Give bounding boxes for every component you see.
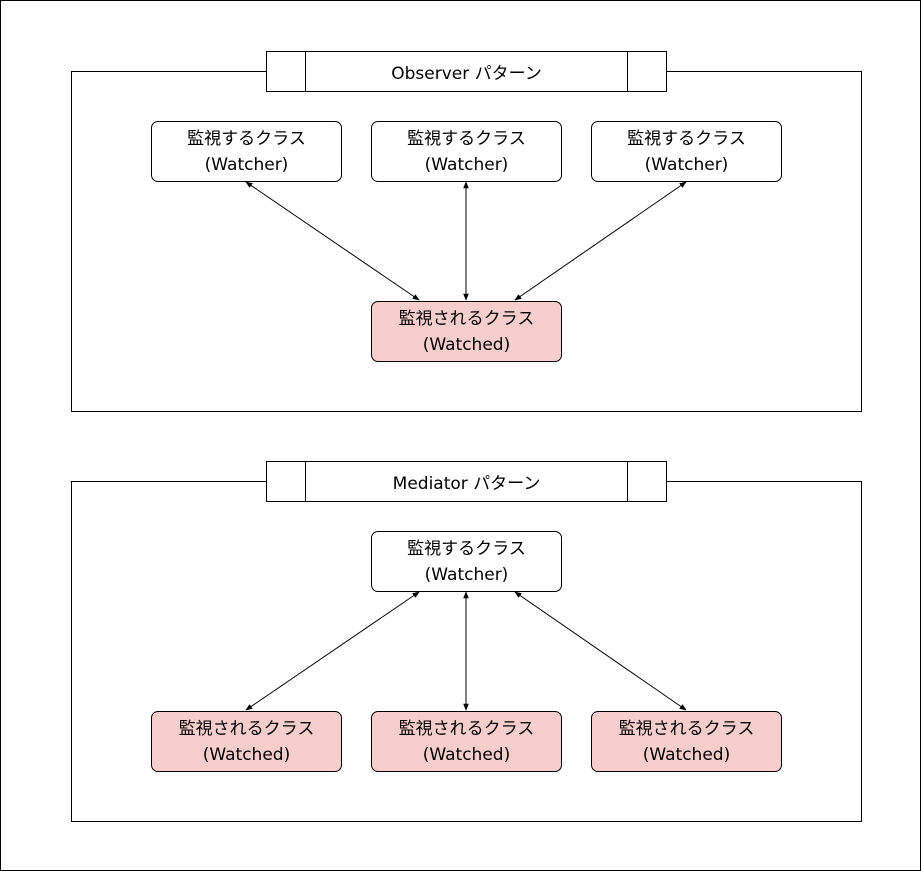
observer-title-box: Observer パターン bbox=[266, 51, 667, 92]
node-label: 監視されるクラス bbox=[398, 308, 535, 329]
observer-watcher-node: 監視するクラス (Watcher) bbox=[591, 121, 782, 182]
mediator-edge-right bbox=[514, 591, 687, 711]
title-divider-left bbox=[305, 52, 306, 91]
mediator-watched-node: 監視されるクラス (Watched) bbox=[151, 711, 342, 772]
mediator-watched-node: 監視されるクラス (Watched) bbox=[591, 711, 782, 772]
observer-watched-node: 監視されるクラス (Watched) bbox=[371, 301, 562, 362]
node-label: 監視するクラス bbox=[187, 128, 306, 149]
title-divider-right bbox=[627, 52, 628, 91]
node-label: 監視するクラス bbox=[407, 538, 526, 559]
mediator-title: Mediator パターン bbox=[392, 474, 541, 494]
node-sublabel: (Watched) bbox=[422, 744, 511, 765]
node-sublabel: (Watcher) bbox=[424, 564, 509, 585]
observer-watcher-node: 監視するクラス (Watcher) bbox=[151, 121, 342, 182]
node-label: 監視するクラス bbox=[407, 128, 526, 149]
node-label: 監視するクラス bbox=[627, 128, 746, 149]
observer-title: Observer パターン bbox=[391, 64, 542, 84]
title-divider-right bbox=[627, 462, 628, 501]
node-sublabel: (Watched) bbox=[642, 744, 731, 765]
node-sublabel: (Watcher) bbox=[424, 154, 509, 175]
title-divider-left bbox=[305, 462, 306, 501]
observer-watcher-node: 監視するクラス (Watcher) bbox=[371, 121, 562, 182]
observer-edge-left bbox=[245, 181, 420, 301]
node-label: 監視されるクラス bbox=[178, 718, 315, 739]
observer-edge-right bbox=[514, 181, 687, 301]
node-sublabel: (Watched) bbox=[202, 744, 291, 765]
node-label: 監視されるクラス bbox=[398, 718, 535, 739]
node-sublabel: (Watcher) bbox=[644, 154, 729, 175]
mediator-title-box: Mediator パターン bbox=[266, 461, 667, 502]
mediator-watcher-node: 監視するクラス (Watcher) bbox=[371, 531, 562, 592]
node-sublabel: (Watched) bbox=[422, 334, 511, 355]
mediator-watched-node: 監視されるクラス (Watched) bbox=[371, 711, 562, 772]
node-label: 監視されるクラス bbox=[618, 718, 755, 739]
node-sublabel: (Watcher) bbox=[204, 154, 289, 175]
mediator-edge-left bbox=[245, 591, 420, 711]
